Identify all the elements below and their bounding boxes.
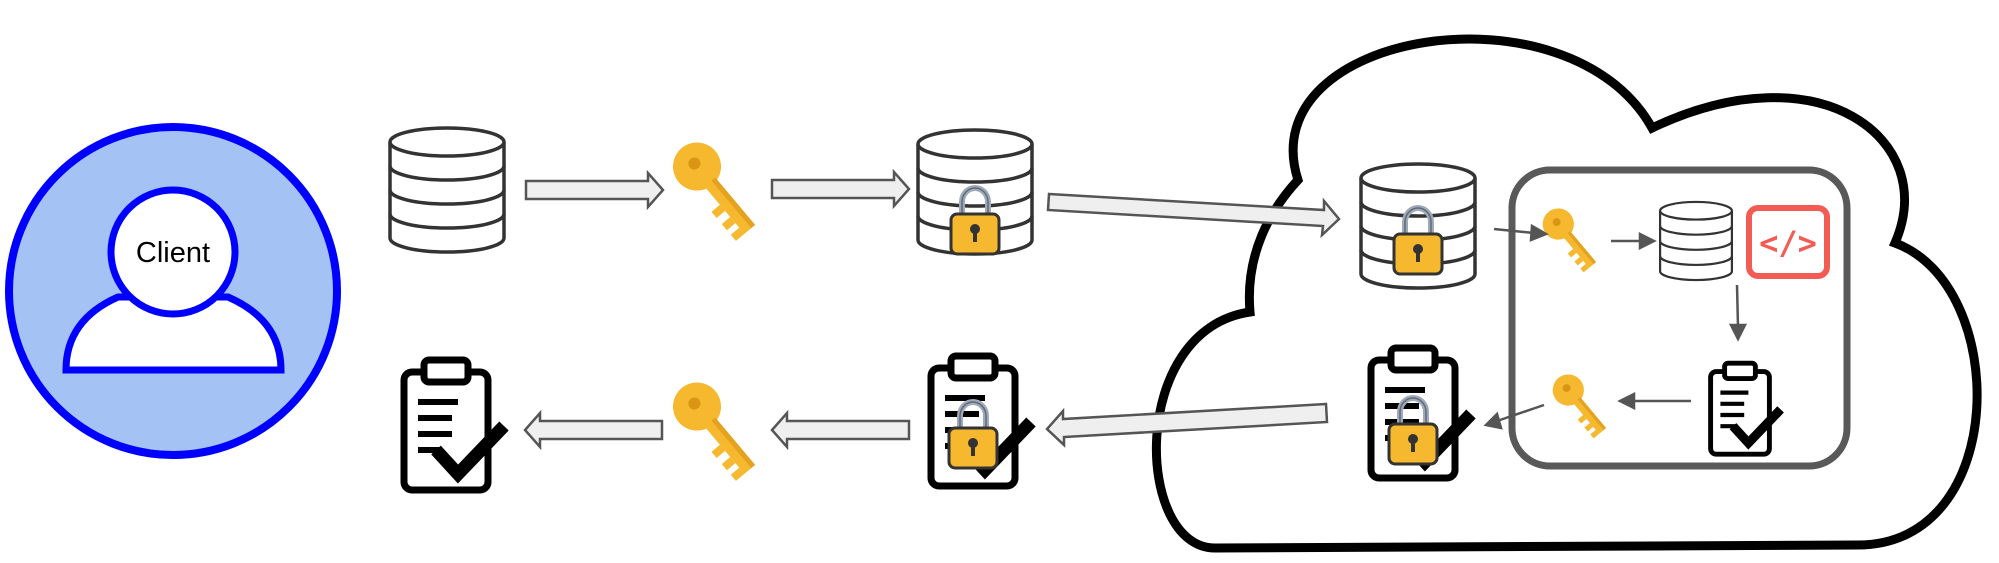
arrow-left <box>770 409 911 451</box>
arrow-right <box>1493 223 1549 242</box>
arrow-right <box>524 169 665 211</box>
arrow-right <box>770 168 911 210</box>
client-head-icon <box>107 186 239 318</box>
client-body-icon <box>62 293 285 374</box>
arrow-right <box>1611 231 1657 251</box>
arrow-left <box>1483 403 1545 430</box>
client-label: Client <box>136 237 210 269</box>
clipboard-check-icon <box>404 360 504 490</box>
arrow-left <box>523 409 664 451</box>
key-icon <box>663 372 769 485</box>
arrow-right <box>1046 192 1341 239</box>
database-icon <box>388 126 506 254</box>
key-icon <box>663 132 769 245</box>
arrow-down <box>1728 284 1748 342</box>
clipboard-check-icon <box>1711 363 1781 454</box>
arrow-left <box>1617 391 1691 411</box>
svg-text:</>: </> <box>1759 224 1817 262</box>
arrow-left <box>1045 402 1329 448</box>
database-icon <box>1658 200 1734 282</box>
code-icon: </> <box>1746 205 1830 279</box>
client-node: Client <box>5 123 341 459</box>
